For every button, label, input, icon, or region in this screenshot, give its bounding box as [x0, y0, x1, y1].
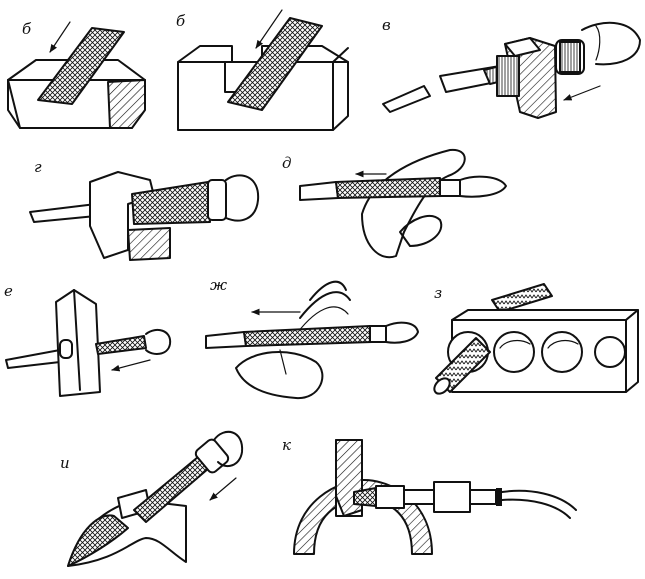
hole	[493, 331, 535, 373]
sweep-curve	[309, 280, 347, 301]
panel-z-holes: з	[433, 283, 639, 395]
hammer-edge	[73, 289, 81, 391]
tool-body	[375, 485, 405, 509]
file-tip	[353, 487, 377, 507]
panel-label: б	[22, 20, 32, 38]
hole-shade	[499, 339, 531, 349]
panel-label: и	[60, 454, 70, 472]
panel-label: г	[34, 158, 42, 176]
panel-label: е	[4, 282, 13, 300]
panel-v-gear: в	[382, 16, 641, 119]
sweep-curve	[299, 291, 351, 319]
panel-label: в	[382, 16, 391, 34]
file-ferrule	[207, 179, 227, 221]
file-handle	[385, 321, 419, 344]
motion-arrow	[209, 477, 237, 501]
file-ferrule	[439, 179, 461, 197]
file-blade	[95, 335, 147, 355]
hole	[594, 336, 626, 368]
block-edge	[332, 47, 349, 63]
gear-teeth	[496, 55, 520, 97]
file-blade	[243, 325, 373, 347]
block-top-face	[451, 309, 639, 321]
file-tip	[299, 181, 339, 201]
tool-shaft	[403, 489, 435, 505]
motion-arrow	[111, 359, 151, 372]
block-side-face	[625, 309, 639, 393]
hand-outline	[581, 21, 641, 66]
panel-e-hammer: е	[4, 282, 172, 397]
panel-label: ж	[210, 276, 227, 294]
panel-label: б	[176, 12, 186, 30]
panel-b-slot: б	[176, 9, 349, 131]
panel-zh-sweep: ж	[205, 276, 419, 400]
hand-thumb	[399, 214, 443, 247]
hand-finger	[595, 25, 601, 61]
hand-finger	[279, 349, 287, 375]
tool-connector	[469, 489, 497, 505]
motion-arrow	[563, 85, 601, 101]
hand-outline	[213, 430, 244, 468]
file-handle	[459, 175, 507, 198]
block-edge	[7, 79, 21, 129]
panel-b-prism: б	[7, 20, 146, 129]
panel-label: з	[434, 284, 442, 302]
file-blade	[227, 17, 323, 111]
tool-cable	[501, 489, 577, 511]
hand-outline	[235, 351, 324, 400]
gear-top	[504, 37, 541, 57]
motion-arrow	[49, 21, 71, 53]
panel-i-concave: и	[60, 430, 244, 567]
workpiece-hatched	[67, 514, 129, 567]
hole	[541, 331, 583, 373]
panel-k-machine: к	[282, 436, 577, 555]
file-blade	[335, 177, 443, 199]
panel-d-hand: д	[282, 148, 507, 259]
rod	[5, 349, 61, 369]
file-blade	[131, 181, 211, 225]
hammer-eye	[59, 339, 73, 359]
angle-section	[127, 227, 171, 261]
hole-shade	[547, 339, 579, 349]
handle-grip	[559, 41, 581, 73]
hand-outline	[225, 174, 260, 222]
file-ferrule	[369, 325, 387, 343]
block-section	[107, 79, 146, 129]
file-top-fragment	[491, 283, 553, 313]
hand-outline	[145, 328, 172, 355]
hand-outline	[361, 148, 466, 259]
tool-clamp	[496, 488, 502, 506]
rod	[29, 203, 97, 223]
file-tip	[205, 331, 247, 349]
panel-label: к	[282, 436, 291, 454]
round-file-end	[433, 377, 451, 395]
tool-cable	[501, 498, 571, 519]
motion-arrow	[255, 9, 283, 49]
panel-label: д	[282, 154, 292, 172]
cut-piece	[382, 85, 431, 113]
tool-motor	[433, 481, 471, 513]
panel-g-corner: г	[29, 158, 260, 261]
file-blade	[37, 27, 125, 105]
